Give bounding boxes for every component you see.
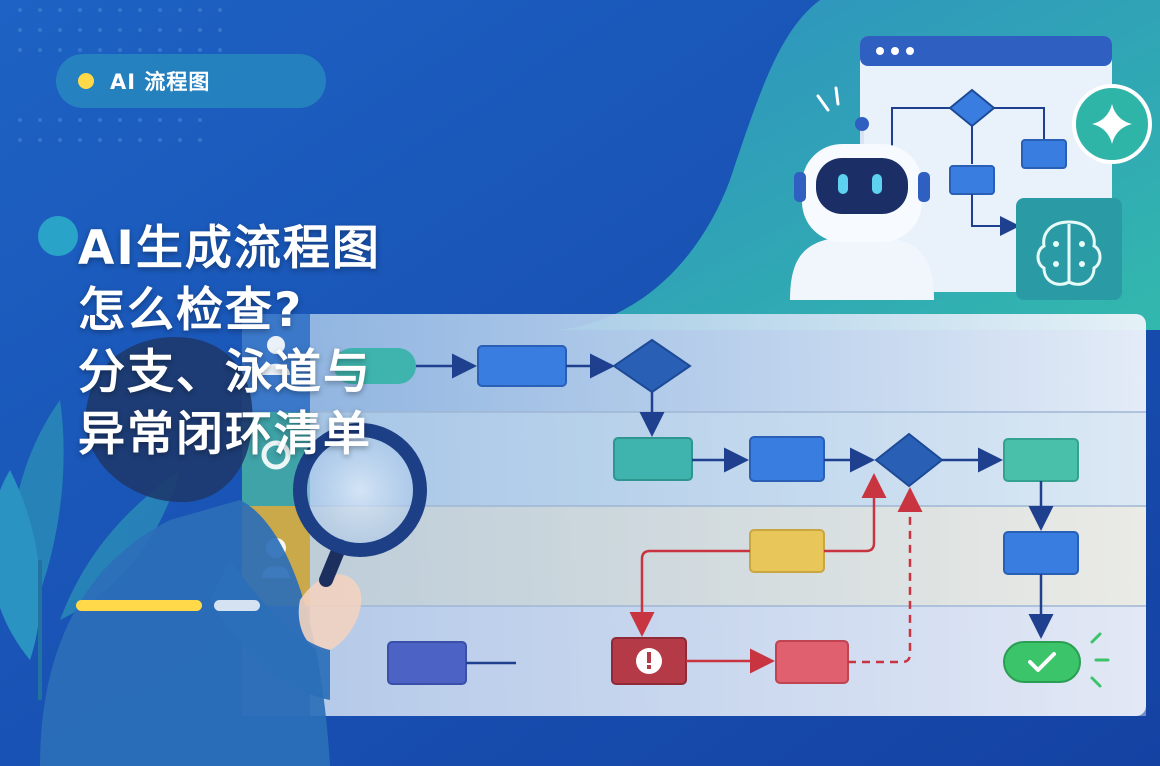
robot-icon bbox=[790, 86, 934, 300]
headline-line-3: 分支、泳道与 bbox=[78, 345, 372, 400]
brain-icon bbox=[1016, 198, 1122, 300]
dot-grid bbox=[18, 8, 222, 142]
accent-bar-white bbox=[214, 600, 260, 611]
headline-line-2: 怎么检查? bbox=[78, 283, 304, 338]
headline-line-4: 异常闭环清单 bbox=[78, 407, 372, 462]
checkmark-icon bbox=[1028, 652, 1056, 672]
person-illustration bbox=[40, 336, 362, 766]
sparkle-icon bbox=[1072, 84, 1152, 164]
magnifier-icon bbox=[293, 423, 427, 587]
headline-line-1: AI生成流程图 bbox=[78, 221, 381, 276]
plant-decoration bbox=[0, 400, 180, 700]
accent-bar-yellow bbox=[76, 600, 202, 611]
tag-dot bbox=[78, 73, 94, 89]
gear-icon bbox=[261, 440, 291, 470]
headline: AI生成流程图 怎么检查? 分支、泳道与 异常闭环清单 bbox=[78, 218, 381, 466]
category-tag: AI 流程图 bbox=[56, 54, 326, 108]
user-icon bbox=[267, 336, 285, 354]
title-decoration-dot bbox=[38, 216, 78, 256]
tag-label: AI 流程图 bbox=[110, 70, 211, 94]
